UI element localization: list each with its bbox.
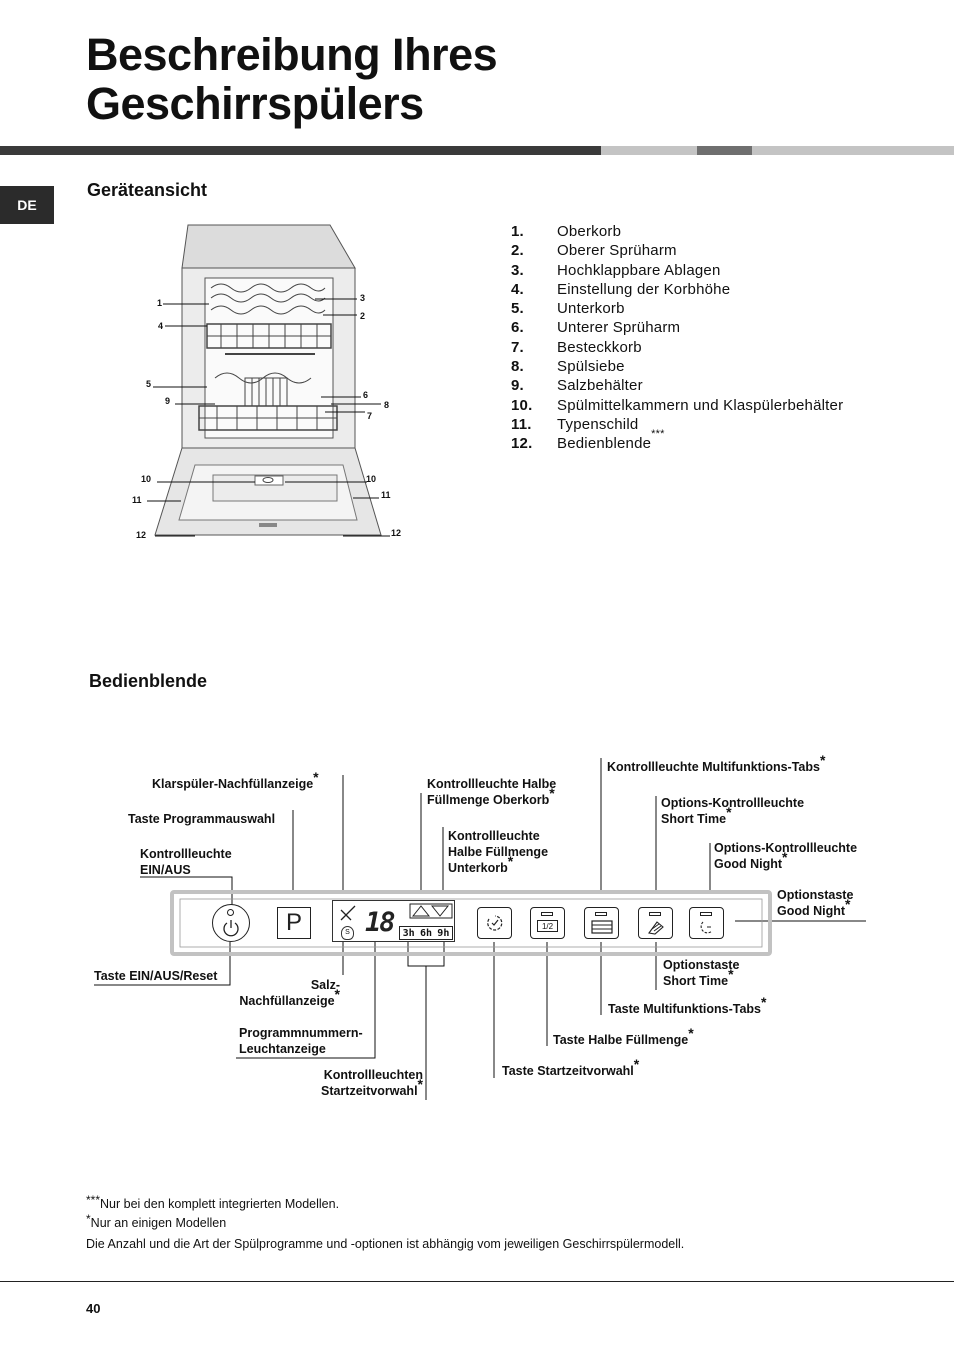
half-load-button[interactable]: 1/2	[530, 907, 565, 939]
list-item: 3.Hochklappbare Ablagen	[511, 261, 721, 279]
list-item: 11.Typenschild	[511, 415, 639, 433]
panel-frame	[170, 890, 772, 956]
short-time-led	[649, 912, 661, 916]
short-time-icon	[648, 921, 664, 935]
page-number: 40	[86, 1301, 101, 1316]
label-program-number-display: Programmnummern-Leuchtanzeige	[239, 1026, 363, 1056]
dishwasher-illustration: 1 4 3 2 5 9 6 8 7 10 10 11 11 12 12	[132, 224, 401, 540]
page-title-line-1: Beschreibung Ihres	[86, 29, 498, 80]
list-item: 8.Spülsiebe	[511, 358, 625, 376]
list-item: 12.Bedienblende***	[511, 428, 665, 453]
callout-3: 3	[360, 293, 365, 303]
list-item: 1.Oberkorb	[511, 223, 622, 240]
label-program-button: Taste Programmauswahl	[128, 812, 276, 826]
footnote-integrated-models: ***Nur bei den komplett integrierten Mod…	[86, 1193, 340, 1211]
delay-6h-label: 6h	[419, 927, 433, 939]
list-item: 10.Spülmittelkammern und Klaspülerbehält…	[511, 396, 844, 414]
callout-10-left: 10	[141, 474, 151, 484]
footnote-program-variety: Die Anzahl und die Art der Spülprogramme…	[86, 1237, 685, 1251]
half-load-upper-indicator-icon	[409, 903, 453, 919]
list-item: 2.Oberer Sprüharm	[511, 242, 677, 260]
callout-5: 5	[146, 379, 151, 389]
rinse-aid-indicator-icon	[340, 905, 356, 921]
clock-icon	[487, 915, 503, 931]
page-title-line-2: Geschirrspülers	[86, 78, 424, 129]
callout-9: 9	[165, 396, 170, 406]
callout-12-right: 12	[391, 528, 401, 538]
power-icon	[223, 920, 239, 937]
list-item: 7.Besteckkorb	[511, 338, 642, 356]
half-load-led	[541, 912, 553, 916]
callout-1: 1	[157, 298, 162, 308]
callout-2: 2	[360, 311, 365, 321]
section-heading-geraeteansicht: Geräteansicht	[87, 180, 208, 200]
label-multi-tabs-led: Kontrollleuchte Multifunktions-Tabs*	[607, 752, 826, 774]
good-night-led	[700, 912, 712, 916]
footer-rule	[0, 1281, 954, 1282]
program-number-display: 18	[365, 907, 395, 938]
delay-3h-label: 3h	[402, 927, 415, 939]
moon-icon	[700, 921, 713, 934]
panel-display: S 18 3h 6h 9h	[332, 900, 455, 942]
label-power-reset-button: Taste EIN/AUS/Reset	[94, 969, 218, 983]
label-rinse-aid-indicator: Klarspüler-Nachfüllanzeige*	[152, 769, 319, 791]
short-time-button[interactable]	[638, 907, 673, 939]
parts-list: 1.Oberkorb 2.Oberer Sprüharm 3.Hochklapp…	[511, 222, 843, 454]
callout-7: 7	[367, 411, 372, 421]
good-night-button[interactable]	[689, 907, 724, 939]
header-rule-mid	[697, 146, 752, 155]
list-item: 6.Unterer Sprüharm	[511, 319, 681, 337]
header-rule-light-end	[752, 146, 954, 155]
power-led	[227, 909, 234, 916]
list-item: 4.Einstellung der Korbhöhe	[511, 280, 731, 298]
list-item: 5.Unterkorb	[511, 300, 625, 318]
list-item: 9.Salzbehälter	[511, 377, 643, 395]
language-tab: DE	[0, 186, 54, 224]
program-button[interactable]: P	[277, 907, 311, 939]
callout-10-right: 10	[366, 474, 376, 484]
callout-4: 4	[158, 321, 163, 331]
callout-12-left: 12	[136, 530, 146, 540]
half-load-icon: 1/2	[537, 920, 558, 932]
multi-tabs-button[interactable]	[584, 907, 619, 939]
label-half-load-button: Taste Halbe Füllmenge*	[553, 1025, 694, 1047]
footnote-some-models: *Nur an einigen Modellen	[86, 1212, 227, 1230]
delay-9h-label: 9h	[437, 927, 450, 939]
label-delay-start-button: Taste Startzeitvorwahl*	[502, 1056, 640, 1078]
callout-8: 8	[384, 400, 389, 410]
label-multi-tabs-button: Taste Multifunktions-Tabs*	[608, 994, 767, 1016]
callout-11-left: 11	[132, 495, 142, 505]
salt-indicator-icon: S	[341, 926, 354, 940]
callout-11-right: 11	[381, 490, 391, 500]
delay-start-indicators: 3h 6h 9h	[399, 926, 453, 940]
tablet-icon	[591, 920, 613, 934]
power-button[interactable]	[212, 904, 250, 942]
header-rule-dark	[0, 146, 601, 155]
multi-tabs-led	[595, 912, 607, 916]
section-heading-bedienblende: Bedienblende	[89, 671, 208, 691]
callout-6: 6	[363, 390, 368, 400]
page-title: Beschreibung Ihres Geschirrspülers	[86, 29, 498, 129]
header-rule-light	[601, 146, 697, 155]
delay-start-button[interactable]	[477, 907, 512, 939]
label-salt-indicator: Salz-Nachfüllanzeige*	[239, 978, 340, 1008]
